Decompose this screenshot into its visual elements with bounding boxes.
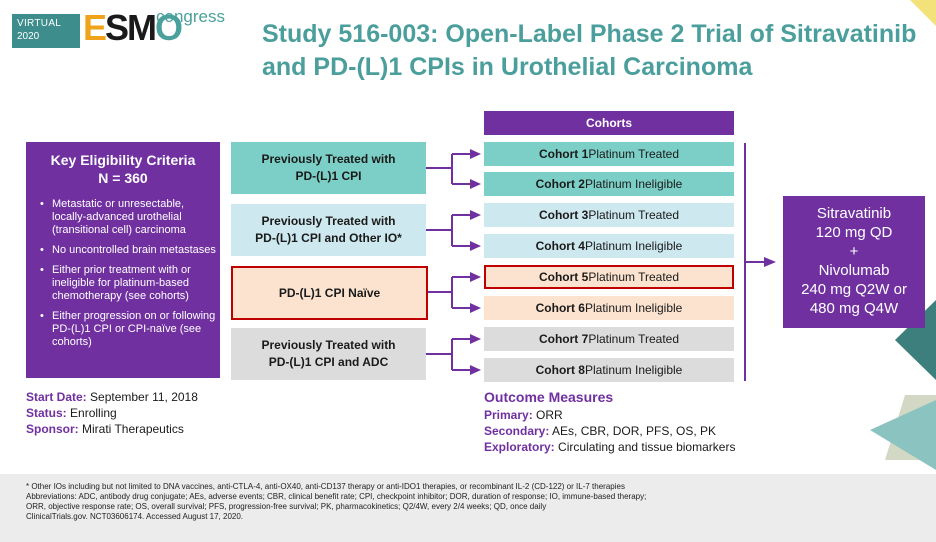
cohort-4: Cohort 4 Platinum Ineligible — [484, 234, 734, 258]
logo-congress-text: congress — [156, 7, 225, 26]
decor-shape-2 — [895, 300, 936, 380]
group-cpi-naive: PD-(L)1 CPI Naïve — [231, 266, 428, 320]
slide-title: Study 516-003: Open-Label Phase 2 Trial … — [262, 20, 917, 81]
footnote: * Other IOs including but not limited to… — [26, 482, 647, 521]
eligibility-panel: Key Eligibility Criteria N = 360 Metasta… — [26, 142, 220, 378]
cohort-8: Cohort 8 Platinum Ineligible — [484, 358, 734, 382]
eligibility-title: Key Eligibility Criteria — [50, 152, 196, 168]
corner-decoration — [910, 0, 936, 26]
cohort-6: Cohort 6 Platinum Ineligible — [484, 296, 734, 320]
decor-shape-3 — [870, 400, 936, 470]
outcome-exploratory: Exploratory: Circulating and tissue biom… — [484, 440, 736, 454]
eligibility-item: No uncontrolled brain metastases — [40, 244, 216, 257]
cohorts-header: Cohorts — [484, 111, 734, 135]
treatment-box: Sitravatinib 120 mg QD + Nivolumab 240 m… — [783, 196, 925, 328]
cohort-1: Cohort 1 Platinum Treated — [484, 142, 734, 166]
eligibility-item: Metastatic or unresectable, locally-adva… — [40, 198, 216, 237]
eligibility-list: Metastatic or unresectable, locally-adva… — [40, 198, 216, 356]
outcome-primary: Primary: ORR — [484, 408, 563, 422]
esmo-logo: ESMO — [83, 7, 183, 48]
start-date: Start Date: September 11, 2018 — [26, 390, 198, 404]
status: Status: Enrolling — [26, 406, 117, 420]
cohort-7: Cohort 7 Platinum Treated — [484, 327, 734, 351]
eligibility-item: Either prior treatment with or ineligibl… — [40, 264, 216, 303]
eligibility-item: Either progression on or following PD-(L… — [40, 310, 216, 349]
outcome-secondary: Secondary: AEs, CBR, DOR, PFS, OS, PK — [484, 424, 717, 438]
sponsor: Sponsor: Mirati Therapeutics — [26, 422, 184, 436]
cohort-2: Cohort 2 Platinum Ineligible — [484, 172, 734, 196]
logo-year-text: 2020 — [17, 31, 40, 42]
footer-band — [0, 474, 936, 542]
cohort-3: Cohort 3 Platinum Treated — [484, 203, 734, 227]
cohort-5: Cohort 5 Platinum Treated — [484, 265, 734, 289]
eligibility-n: N = 360 — [98, 170, 148, 186]
logo-virtual-badge — [12, 14, 80, 48]
logo-virtual-text: VIRTUAL — [17, 18, 62, 29]
outcome-measures-title: Outcome Measures — [484, 389, 614, 405]
